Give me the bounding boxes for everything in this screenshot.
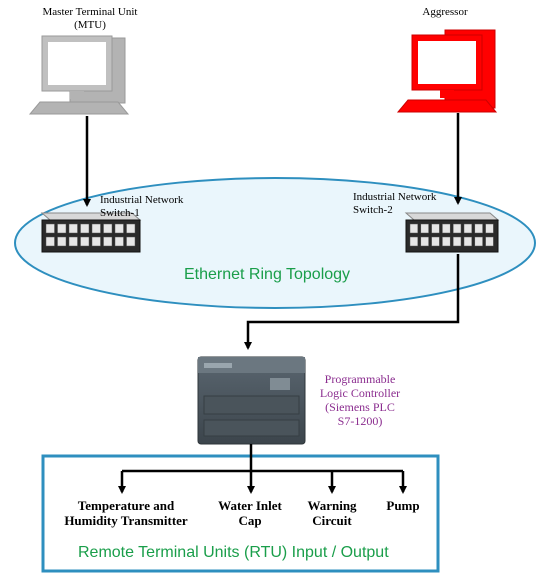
switch1-label-line2: Switch-1: [100, 207, 140, 219]
switch2-label: Industrial Network Switch-2: [353, 191, 463, 217]
aggressor-computer-icon: [396, 29, 498, 113]
switch1-label-line1: Industrial Network: [100, 194, 184, 206]
rtu-item-water-inlet: Water Inlet Cap: [205, 498, 295, 528]
switch-port: [485, 223, 494, 234]
switch-port: [452, 223, 462, 234]
switch-port: [91, 223, 101, 234]
plc-label-line2: Logic Controller: [319, 386, 401, 400]
switch-port: [68, 223, 78, 234]
plc-label-line1: Programmable: [324, 372, 396, 386]
aggressor-label: Aggressor: [422, 6, 468, 18]
switch-port: [126, 223, 136, 234]
switch-port: [68, 236, 78, 247]
switch-port: [57, 223, 67, 234]
rtu-item-temperature: Temperature and Humidity Transmitter: [52, 498, 200, 528]
rtu-item-1-line2: Humidity Transmitter: [64, 513, 188, 528]
switch-port: [442, 223, 451, 234]
rtu-title: Remote Terminal Units (RTU) Input / Outp…: [78, 544, 389, 561]
switch2-label-line2: Switch-2: [353, 204, 393, 216]
switch-port: [452, 236, 462, 247]
rtu-item-4-line1: Pump: [386, 498, 420, 513]
switch2-to-plc-connector: [244, 254, 460, 350]
switch2-icon: [404, 212, 500, 253]
rtu-item-1-line1: Temperature and: [77, 498, 175, 513]
ring-label: Ethernet Ring Topology: [184, 266, 351, 283]
switch1-label: Industrial Network Switch-1: [100, 194, 210, 220]
switch-port: [474, 236, 483, 247]
switch2-label-line1: Industrial Network: [353, 191, 437, 203]
rtu-item-pump: Pump: [375, 498, 431, 513]
switch-port: [474, 223, 483, 234]
switch-port: [431, 223, 440, 234]
plc-label: Programmable Logic Controller (Siemens P…: [305, 372, 415, 428]
switch-port: [114, 236, 124, 247]
rtu-item-warning: Warning Circuit: [297, 498, 367, 528]
mtu-label-line1: Master Terminal Unit: [42, 6, 138, 18]
switch-port: [409, 223, 419, 234]
rtu-item-3-line1: Warning: [307, 498, 357, 513]
switch-port: [80, 223, 90, 234]
switch-port: [103, 236, 113, 247]
switch-port: [420, 236, 429, 247]
plc-label-line4: S7-1200): [337, 414, 383, 428]
plc-label-line3: (Siemens PLC: [325, 400, 395, 414]
switch-port: [431, 236, 440, 247]
switch-port: [126, 236, 136, 247]
rtu-item-2-line1: Water Inlet: [218, 498, 282, 513]
switch-port: [409, 236, 419, 247]
switch-port: [45, 223, 55, 234]
mtu-label: Master Terminal Unit (MTU): [20, 6, 160, 32]
switch-port: [485, 236, 494, 247]
switch-port: [463, 223, 473, 234]
switch-port: [45, 236, 55, 247]
mtu-label-line2: (MTU): [74, 19, 106, 31]
switch1-icon: [40, 212, 142, 253]
mtu-computer-icon: [28, 35, 130, 115]
switch-port: [420, 223, 429, 234]
rtu-box: [41, 454, 440, 573]
switch-port: [91, 236, 101, 247]
switch-port: [80, 236, 90, 247]
rtu-item-3-line2: Circuit: [312, 513, 352, 528]
ethernet-ring: [14, 177, 536, 309]
switch-port: [57, 236, 67, 247]
plc-device-icon: [197, 356, 306, 445]
switch-port: [114, 223, 124, 234]
switch-port: [103, 223, 113, 234]
rtu-item-2-line2: Cap: [238, 513, 262, 528]
switch-port: [463, 236, 473, 247]
switch-port: [442, 236, 451, 247]
